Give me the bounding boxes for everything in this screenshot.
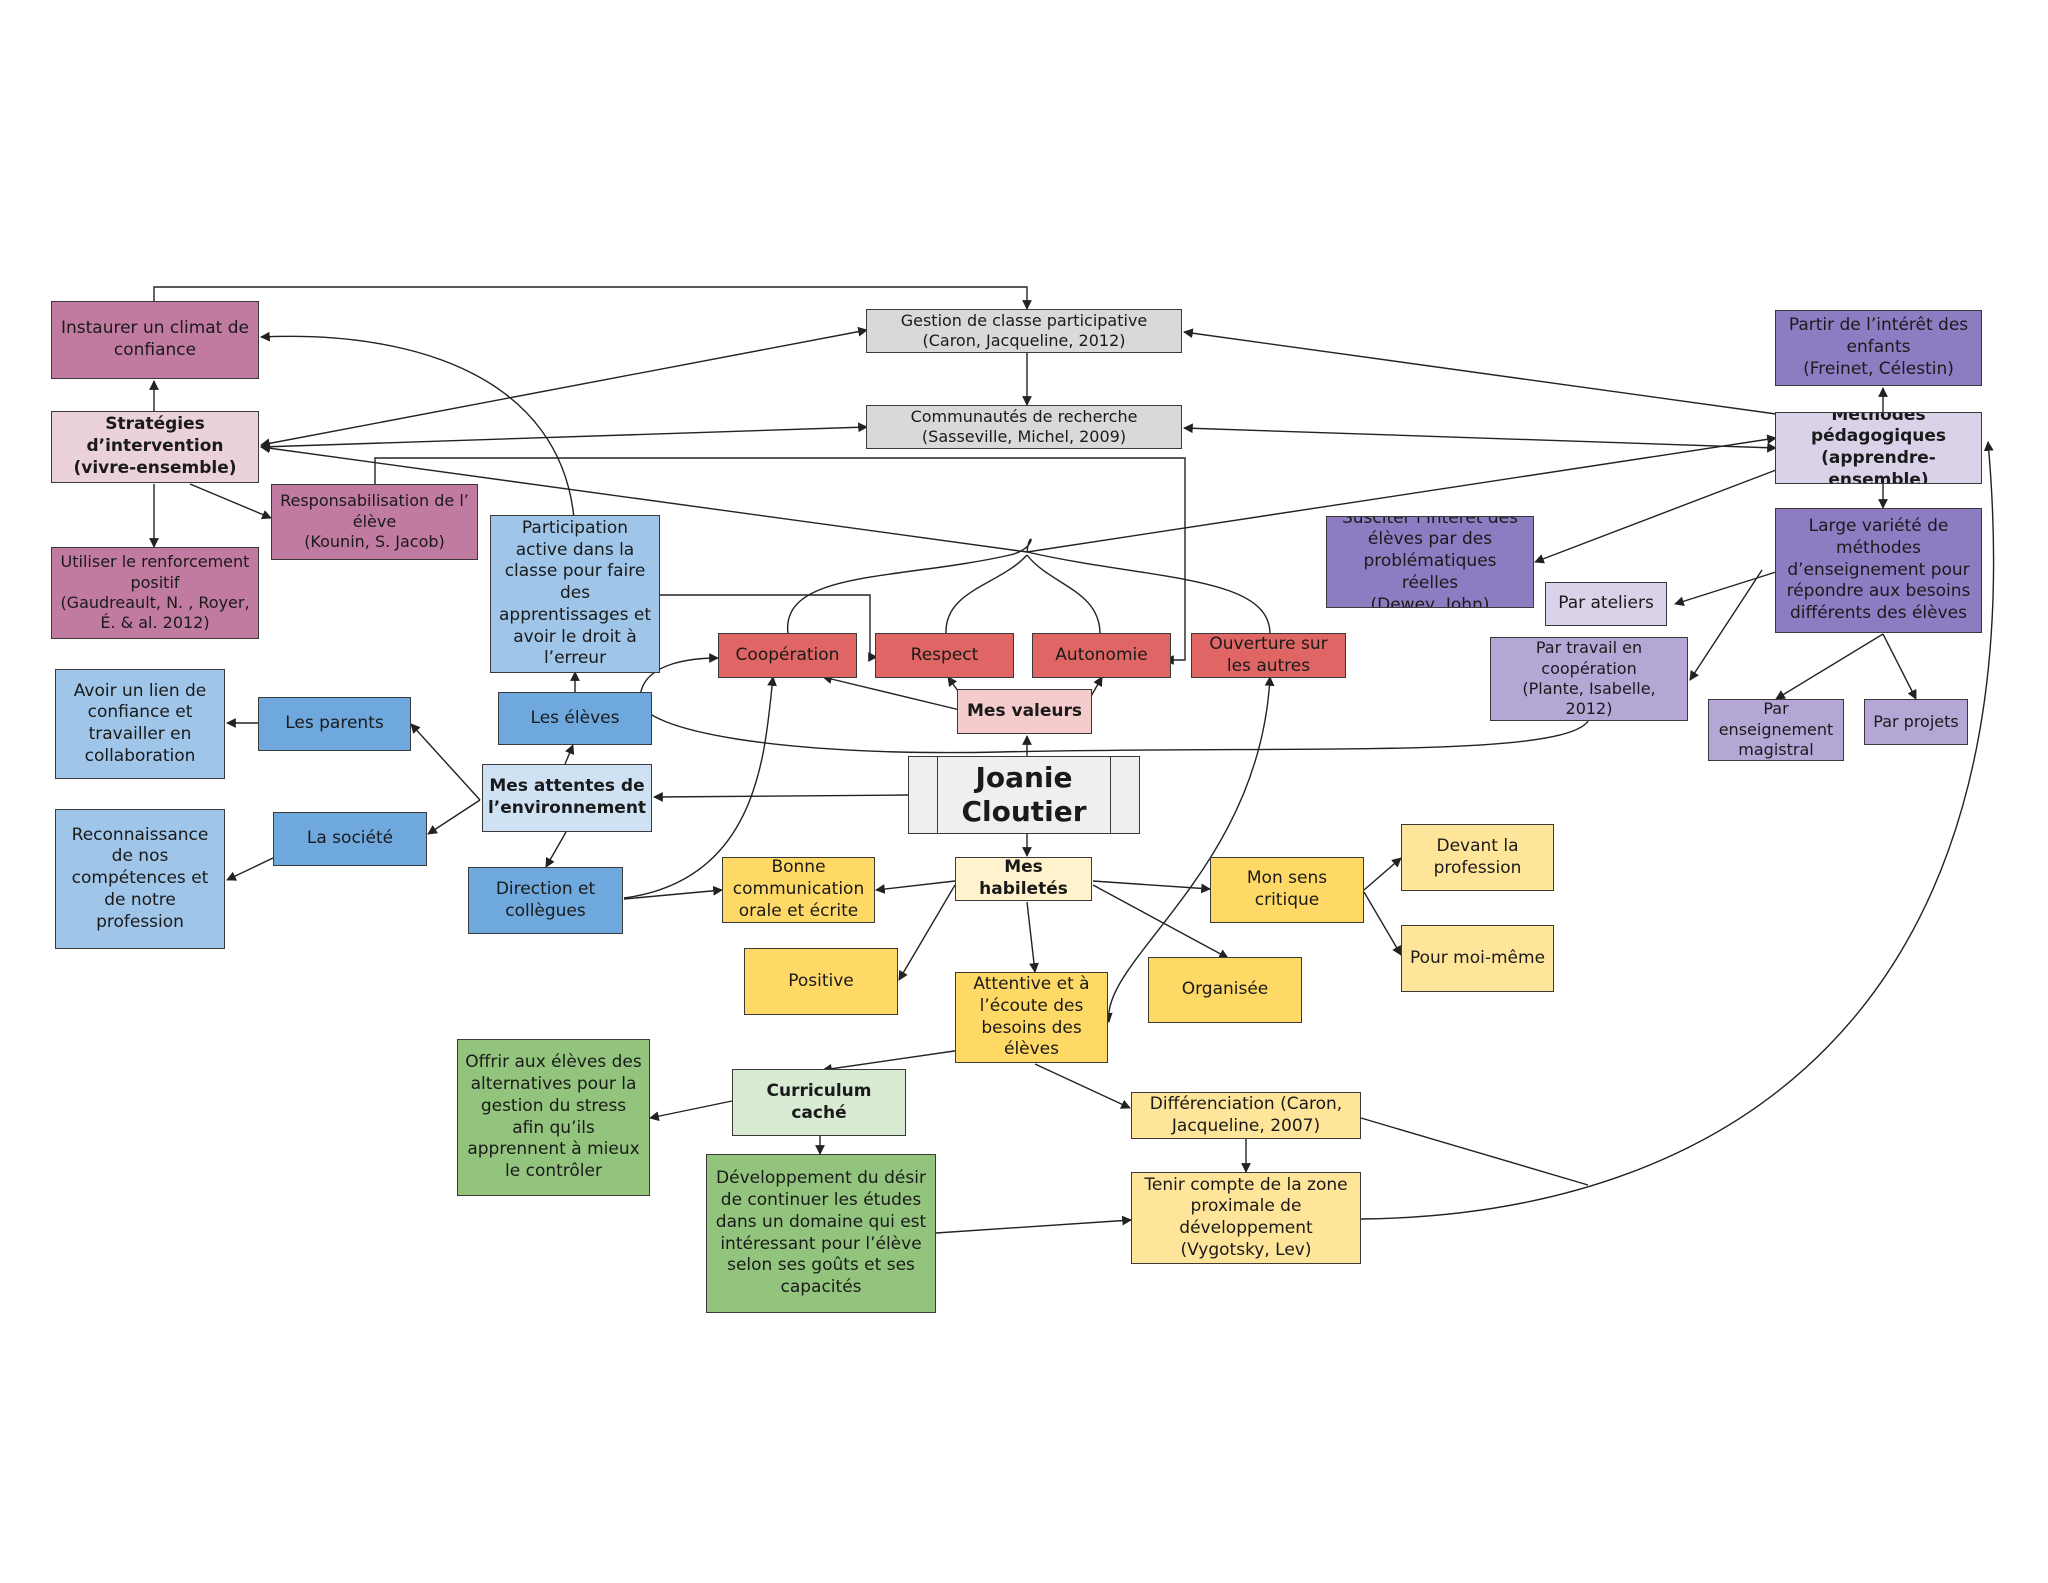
node-reconnaissance: Reconnaissance de nos compétences et de … <box>55 809 225 949</box>
node-strategies: Stratégies d’intervention (vivre-ensembl… <box>51 411 259 483</box>
node-par-projets: Par projets <box>1864 699 1968 745</box>
connector <box>260 326 868 449</box>
connector <box>1026 901 1039 973</box>
node-la-societe: La société <box>273 812 427 866</box>
node-par-travail: Par travail en coopération (Plante, Isab… <box>1490 637 1688 721</box>
node-participation: Participation active dans la classe pour… <box>490 515 660 673</box>
node-par-ateliers: Par ateliers <box>1545 582 1667 626</box>
connector <box>653 792 909 802</box>
connector <box>545 831 567 868</box>
connector <box>374 457 1186 665</box>
connector <box>1034 1063 1131 1109</box>
node-responsabilisation: Responsabilisation de l’ élève (Kounin, … <box>271 484 478 560</box>
connector <box>1534 469 1777 564</box>
node-mon-sens: Mon sens critique <box>1210 857 1364 923</box>
joanie-label: Joanie Cloutier <box>961 761 1087 828</box>
connector <box>945 554 1028 635</box>
node-mes-valeurs: Mes valeurs <box>957 689 1092 734</box>
connector <box>1775 633 1884 700</box>
connector <box>1689 569 1763 681</box>
connector <box>260 331 575 519</box>
node-positive: Positive <box>744 948 898 1015</box>
connector <box>935 1215 1132 1234</box>
connector <box>1026 551 1271 635</box>
node-gestion-classe: Gestion de classe participative (Caron, … <box>866 309 1182 353</box>
node-partir-interet: Partir de l’intérêt des enfants (Freinet… <box>1775 310 1982 386</box>
node-tenir-compte: Tenir compte de la zone proximale de dév… <box>1131 1172 1361 1264</box>
connector <box>898 884 956 981</box>
sidebar-left <box>909 757 938 833</box>
connector <box>1183 423 1777 453</box>
connector <box>1882 633 1917 700</box>
connector <box>623 885 723 900</box>
connector <box>1360 1117 1589 1186</box>
connector <box>639 653 1591 754</box>
connector <box>649 1100 733 1122</box>
connector <box>1674 571 1777 607</box>
node-autonomie: Autonomie <box>1032 633 1171 678</box>
node-joanie: Joanie Cloutier <box>908 756 1140 834</box>
connector <box>1363 857 1402 891</box>
connector <box>1092 884 1229 959</box>
node-par-magistral: Par enseignement magistral <box>1708 699 1844 761</box>
connector <box>260 422 868 452</box>
node-cooperation: Coopération <box>718 633 857 678</box>
node-mes-habiletes: Mes habiletés <box>955 857 1092 901</box>
node-communautes: Communautés de recherche (Sasseville, Mi… <box>866 405 1182 449</box>
connector <box>623 676 777 899</box>
node-large-variete: Large variété de méthodes d’enseignement… <box>1775 508 1982 633</box>
node-les-parents: Les parents <box>258 697 411 751</box>
connector <box>822 1048 969 1074</box>
connector <box>226 857 274 881</box>
connector <box>1360 441 1995 1220</box>
node-direction: Direction et collègues <box>468 867 623 934</box>
connector <box>410 723 481 801</box>
node-differenciation: Différenciation (Caron, Jacqueline, 2007… <box>1131 1092 1361 1139</box>
connector <box>427 799 481 835</box>
connector <box>660 594 878 662</box>
connector <box>260 443 1028 553</box>
node-les-eleves: Les élèves <box>498 692 652 745</box>
node-susciter-interet: Susciter l’intérêt des élèves par des pr… <box>1326 516 1534 608</box>
node-attentive: Attentive et à l’écoute des besoins des … <box>955 972 1108 1063</box>
node-pour-moi: Pour moi-même <box>1401 925 1554 992</box>
node-offrir: Offrir aux élèves des alternatives pour … <box>457 1039 650 1196</box>
connector <box>822 674 961 711</box>
connector <box>1026 434 1777 553</box>
node-instaurer-climat: Instaurer un climat de confiance <box>51 301 259 379</box>
node-curriculum: Curriculum caché <box>732 1069 906 1136</box>
node-developpement: Développement du désir de continuer les … <box>706 1154 936 1313</box>
node-organisee: Organisée <box>1148 957 1302 1023</box>
connector <box>1183 328 1777 415</box>
node-devant-profession: Devant la profession <box>1401 824 1554 891</box>
node-methodes: Méthodes pédagogiques (apprendre-ensembl… <box>1775 412 1982 484</box>
node-bonne-communication: Bonne communication orale et écrite <box>722 857 875 923</box>
sidebar-right <box>1110 757 1139 833</box>
connector <box>1102 676 1275 1023</box>
connector <box>189 483 272 520</box>
node-utiliser-renforcement: Utiliser le renforcement positif (Gaudre… <box>51 547 259 639</box>
connector <box>564 744 575 765</box>
connector <box>875 880 956 894</box>
connector <box>153 286 1032 310</box>
node-mes-attentes: Mes attentes de l’environnement <box>482 764 652 832</box>
node-ouverture: Ouverture sur les autres <box>1191 633 1346 678</box>
node-respect: Respect <box>875 633 1014 678</box>
connector <box>1026 554 1101 635</box>
connector <box>1363 891 1402 956</box>
node-avoir-lien: Avoir un lien de confiance et travailler… <box>55 669 225 779</box>
connector <box>1089 676 1103 699</box>
connector <box>787 538 1032 635</box>
